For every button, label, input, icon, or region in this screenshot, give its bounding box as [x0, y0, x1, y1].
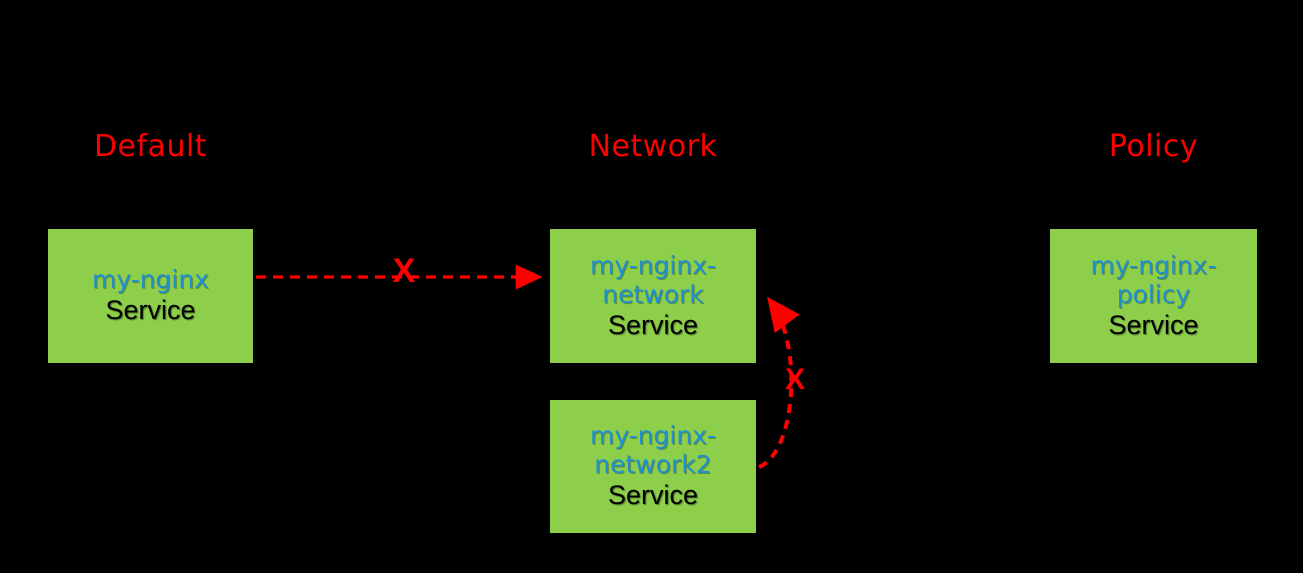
service-name: my-nginx-policy: [1090, 250, 1217, 309]
service-node-my-nginx[interactable]: my-nginx Service: [48, 229, 253, 363]
service-name: my-nginx-network2: [589, 421, 717, 480]
service-kind: Service: [105, 295, 196, 326]
service-name: my-nginx: [91, 265, 210, 295]
service-name: my-nginx-network: [589, 250, 717, 309]
service-kind: Service: [1108, 309, 1199, 340]
service-node-my-nginx-network[interactable]: my-nginx-network Service: [550, 229, 756, 363]
service-kind: Service: [607, 480, 699, 511]
blocked-marker-horizontal: X: [392, 252, 416, 290]
service-kind: Service: [607, 309, 699, 340]
service-node-my-nginx-network2[interactable]: my-nginx-network2 Service: [550, 400, 756, 533]
column-title-network: Network: [588, 129, 718, 164]
service-node-my-nginx-policy[interactable]: my-nginx-policy Service: [1050, 229, 1257, 363]
blocked-marker-curved: X: [784, 363, 805, 396]
column-title-policy: Policy: [1108, 129, 1199, 164]
column-title-default: Default: [93, 129, 208, 164]
